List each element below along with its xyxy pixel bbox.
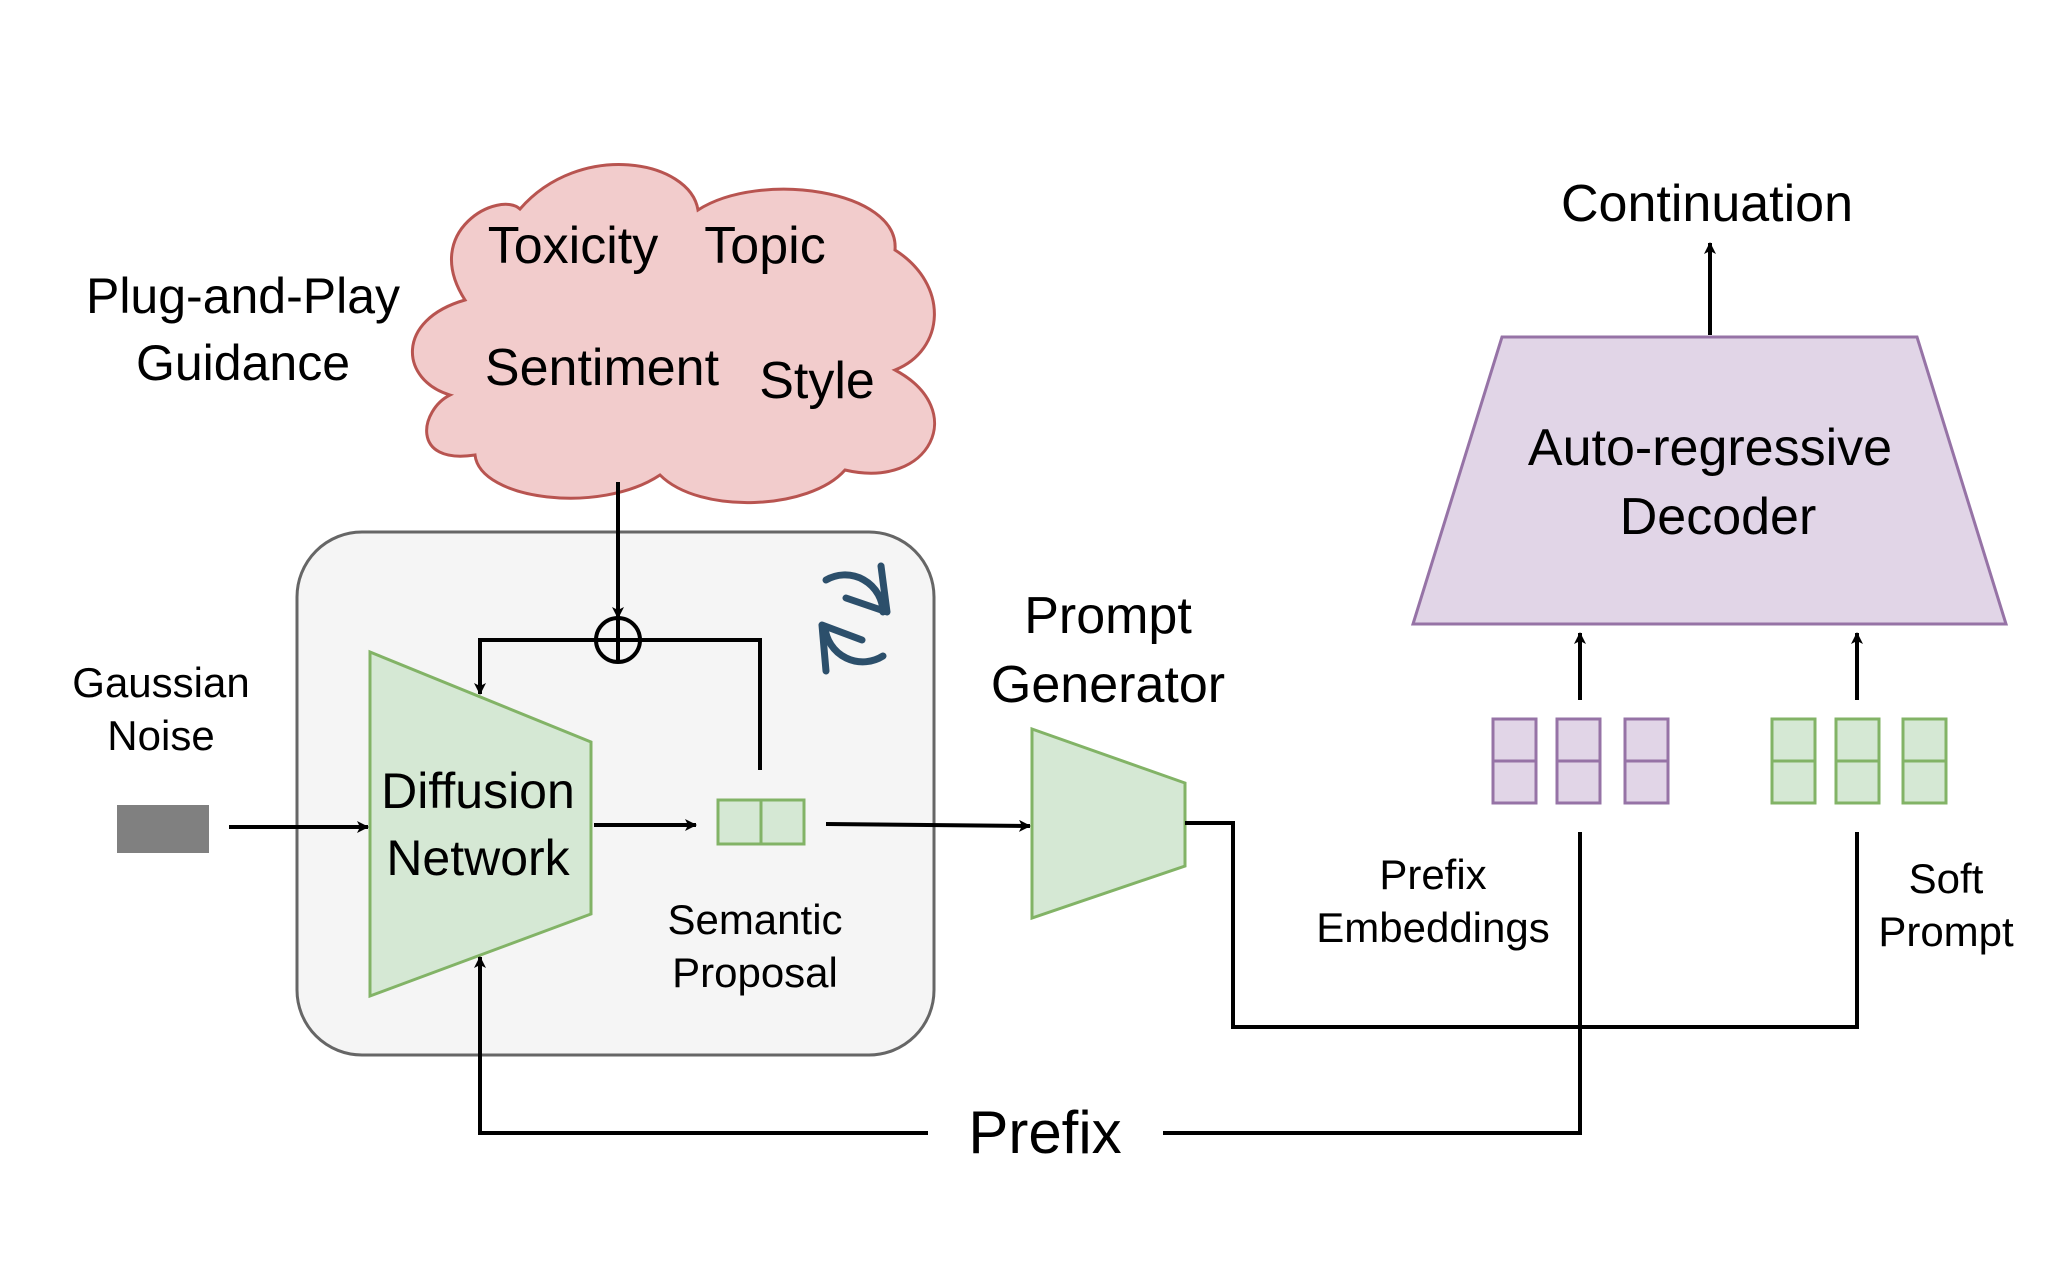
- decoder-line2: Decoder: [1620, 488, 1817, 546]
- prompt-generator-block: [1030, 726, 1187, 921]
- refresh-icon: [818, 562, 891, 675]
- semantic-proposal-block-left: [716, 798, 763, 846]
- topic-label: Topic: [704, 217, 825, 275]
- sentiment-label: Sentiment: [485, 339, 720, 397]
- semantic-proposal-block-right: [759, 798, 806, 846]
- prompt-generator-line2: Generator: [991, 656, 1225, 714]
- gaussian-noise-line1: Gaussian: [72, 659, 249, 706]
- diffusion-network-block: [368, 649, 593, 999]
- circle-plus-icon: [594, 616, 642, 664]
- diffusion-network-line2: Network: [386, 830, 570, 886]
- prompt-generator-line1: Prompt: [1024, 587, 1192, 645]
- style-label: Style: [759, 352, 875, 410]
- prefix-embeddings-line2: Embeddings: [1316, 904, 1549, 951]
- prefix-label: Prefix: [968, 1099, 1121, 1166]
- soft-prompt-tokens: [1770, 717, 1948, 805]
- semantic-proposal-line1: Semantic: [667, 896, 842, 943]
- plus-to-diffusion-arrow: [474, 638, 596, 695]
- auto-regressive-decoder-block: [1410, 335, 2009, 626]
- toxicity-label: Toxicity: [488, 217, 658, 275]
- guidance-title-line1: Plug-and-Play: [86, 268, 400, 324]
- prefix-arrow-left: [474, 956, 928, 1135]
- soft-prompt-line1: Soft: [1909, 855, 1984, 902]
- gaussian-noise-block: [117, 805, 209, 853]
- semantic-proposal-line2: Proposal: [672, 949, 838, 996]
- continuation-label: Continuation: [1561, 175, 1853, 233]
- prefix-embeddings-line1: Prefix: [1379, 851, 1486, 898]
- prefix-line-right: [1163, 832, 1582, 1135]
- soft-prompt-line2: Prompt: [1878, 908, 2014, 955]
- diffusion-network-line1: Diffusion: [381, 763, 575, 819]
- gaussian-noise-line2: Noise: [107, 712, 214, 759]
- prefix-embeddings-tokens: [1491, 717, 1670, 805]
- generator-to-soft-prompt-line: [1185, 821, 1859, 1029]
- proposal-feedback-line: [640, 638, 762, 770]
- guidance-cloud: [411, 163, 937, 505]
- guidance-title-line2: Guidance: [136, 335, 350, 391]
- proposal-to-generator-arrow: [825, 819, 1031, 832]
- decoder-line1: Auto-regressive: [1528, 419, 1892, 477]
